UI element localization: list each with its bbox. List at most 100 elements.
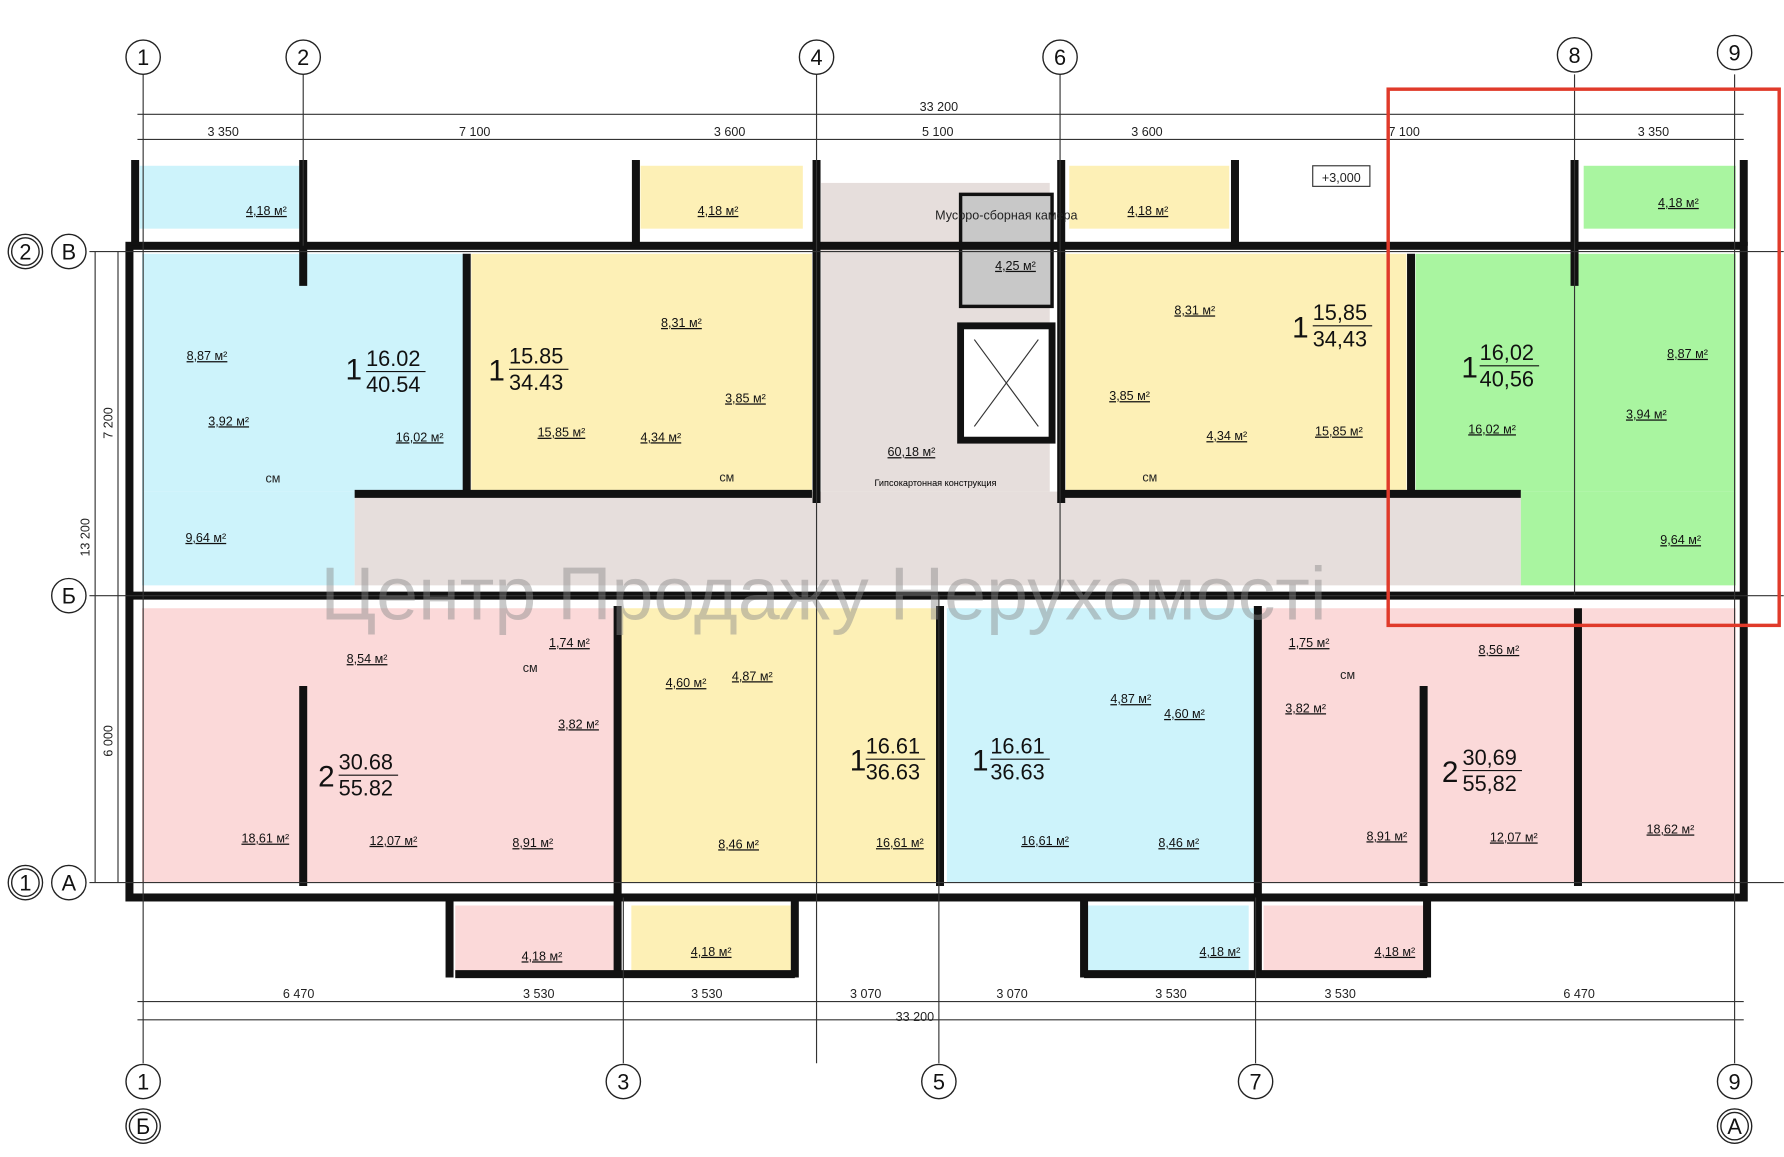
svg-text:55,82: 55,82 [1462,771,1516,796]
svg-text:33 200: 33 200 [896,1010,934,1024]
balcony [1263,905,1424,975]
svg-text:2: 2 [318,761,335,794]
svg-text:8,54 м²: 8,54 м² [347,652,388,666]
svg-text:3,92 м²: 3,92 м² [208,414,249,428]
svg-text:15.85: 15.85 [509,344,563,369]
svg-text:3 530: 3 530 [523,987,554,1001]
svg-text:8,31 м²: 8,31 м² [1174,303,1215,317]
axis-label: В [62,240,77,265]
svg-text:55.82: 55.82 [339,776,393,801]
svg-text:3,85 м²: 3,85 м² [1109,389,1150,403]
axis-label: 7 [1250,1070,1262,1095]
apartment-2-fill[interactable] [471,253,812,492]
svg-text:3 350: 3 350 [207,125,238,139]
svg-text:1: 1 [488,355,505,388]
washer-label: см [719,470,734,484]
garbage-chamber-label: Мусоро-сборная камера [935,209,1077,223]
axis-label: 2 [297,45,309,70]
svg-text:7 100: 7 100 [459,125,490,139]
svg-text:4,18 м²: 4,18 м² [1128,204,1169,218]
svg-text:3 350: 3 350 [1638,125,1669,139]
svg-text:34.43: 34.43 [509,370,563,395]
svg-text:16,02 м²: 16,02 м² [396,430,444,444]
svg-text:6 470: 6 470 [283,987,314,1001]
apartment-6-fill[interactable] [617,608,938,883]
svg-text:9,64 м²: 9,64 м² [185,531,226,545]
washer-label: см [523,661,538,675]
apartment-3-fill[interactable] [1065,253,1407,492]
svg-text:3 600: 3 600 [1131,125,1162,139]
svg-text:8,46 м²: 8,46 м² [1158,836,1199,850]
grid-lines [89,74,1784,1064]
svg-text:40.54: 40.54 [366,372,420,397]
dimensions: 33 200 3 350 7 100 3 600 5 100 3 600 7 1… [78,100,1669,1024]
apartment-5-fill[interactable] [142,608,618,883]
svg-text:15,85 м²: 15,85 м² [1315,425,1363,439]
svg-text:30.68: 30.68 [339,749,393,774]
axis-label: 1 [19,871,31,896]
svg-text:8,46 м²: 8,46 м² [718,837,759,851]
svg-text:36.63: 36.63 [866,760,920,785]
washer-label: см [1142,470,1157,484]
axis-label: 3 [617,1070,629,1095]
balcony [455,905,618,975]
axis-label: 6 [1054,45,1066,70]
svg-text:40,56: 40,56 [1480,366,1534,391]
svg-text:1: 1 [972,745,989,778]
svg-text:4,87 м²: 4,87 м² [732,669,773,683]
apartment-4-fill[interactable] [1415,253,1736,492]
svg-text:4,18 м²: 4,18 м² [522,949,563,963]
svg-text:3,82 м²: 3,82 м² [558,717,599,731]
svg-text:8,91 м²: 8,91 м² [1366,829,1407,843]
svg-text:3 530: 3 530 [691,987,722,1001]
garbage-chamber-area: 4,25 м² [995,259,1036,273]
svg-text:8,31 м²: 8,31 м² [661,316,702,330]
apartment-1-hall [142,491,355,586]
axis-label: 8 [1568,43,1580,68]
balcony [139,165,300,229]
svg-text:33 200: 33 200 [920,100,958,114]
svg-text:3,82 м²: 3,82 м² [1285,701,1326,715]
svg-text:18,61 м²: 18,61 м² [241,832,289,846]
svg-text:4,18 м²: 4,18 м² [698,204,739,218]
svg-text:4,18 м²: 4,18 м² [1658,196,1699,210]
axis-label: Б [136,1114,150,1139]
svg-text:1: 1 [1461,351,1478,384]
svg-text:3 530: 3 530 [1155,987,1186,1001]
svg-text:3 600: 3 600 [714,125,745,139]
corridor-note: Гипсокартонная конструкция [875,478,997,488]
svg-text:1: 1 [850,745,867,778]
svg-text:18,62 м²: 18,62 м² [1647,822,1695,836]
svg-text:4,87 м²: 4,87 м² [1110,692,1151,706]
svg-text:1: 1 [346,354,363,387]
svg-text:3 530: 3 530 [1324,987,1355,1001]
apartment-7-fill[interactable] [946,608,1258,883]
svg-text:16.61: 16.61 [990,733,1044,758]
apartment-1-fill[interactable] [142,253,465,492]
highlighted-apartment-frame [1386,87,1781,628]
svg-text:34,43: 34,43 [1313,326,1367,351]
apartment-8-fill[interactable] [1257,608,1736,883]
svg-text:3 070: 3 070 [996,987,1027,1001]
axis-label: 9 [1729,41,1741,66]
axis-label: 9 [1729,1070,1741,1095]
svg-text:16.02: 16.02 [366,346,420,371]
axis-label: 4 [810,45,822,70]
axis-label: А [1727,1114,1742,1139]
balcony [640,165,803,229]
svg-text:4,60 м²: 4,60 м² [1164,707,1205,721]
svg-text:9,64 м²: 9,64 м² [1660,533,1701,547]
room-areas: 4,18 м² 8,87 м² 3,92 м² 16,02 м² 9,64 м²… [185,196,1707,963]
svg-text:6 000: 6 000 [101,725,115,756]
axis-label: Б [62,584,76,609]
svg-text:36.63: 36.63 [990,760,1044,785]
